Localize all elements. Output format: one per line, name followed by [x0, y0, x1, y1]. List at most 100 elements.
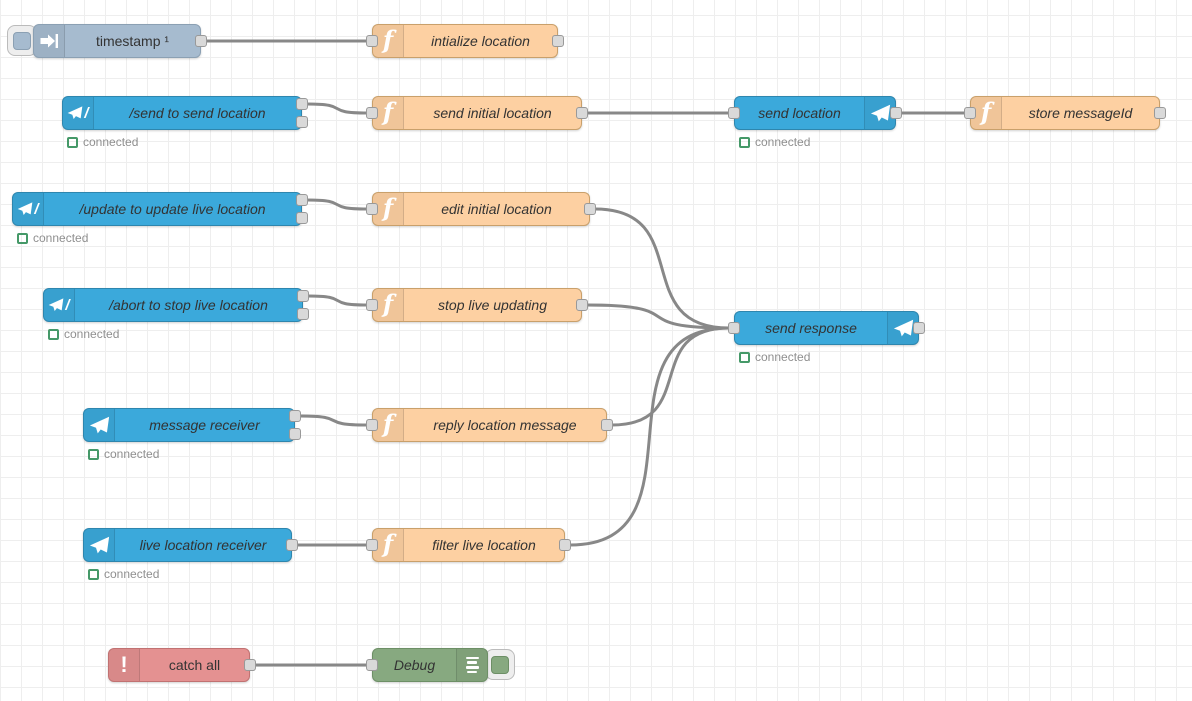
status-text: connected	[104, 447, 160, 461]
wire[interactable]	[305, 198, 369, 211]
node-debug[interactable]: Debug	[366, 648, 515, 682]
node-label: catch all	[168, 657, 221, 673]
node-label: send location	[758, 105, 841, 121]
debug-toggle-button[interactable]	[485, 649, 515, 680]
output-port[interactable]	[289, 410, 301, 422]
output-port[interactable]	[913, 322, 925, 334]
node-cmd-update[interactable]: //update to update live location connecte…	[12, 192, 308, 245]
input-port[interactable]	[366, 659, 378, 671]
debug-lines-icon	[456, 649, 487, 681]
output-port[interactable]	[576, 107, 588, 119]
telegram-plane-icon	[864, 97, 895, 129]
input-port[interactable]	[728, 107, 740, 119]
wire[interactable]	[585, 303, 731, 330]
wire[interactable]	[593, 207, 731, 330]
node-cmd-send[interactable]: //send to send location connected	[62, 96, 308, 149]
wire[interactable]	[305, 102, 369, 115]
wire[interactable]	[568, 326, 731, 547]
node-body[interactable]: timestamp ¹	[33, 24, 201, 58]
node-tg-message-recv[interactable]: message receiver connected	[83, 408, 301, 461]
output-port[interactable]	[286, 539, 298, 551]
output-port[interactable]	[244, 659, 256, 671]
wire[interactable]	[306, 294, 369, 307]
node-tg-live-recv[interactable]: live location receiver connected	[83, 528, 298, 581]
node-tg-send-location[interactable]: send location connected	[728, 96, 902, 149]
output-port[interactable]	[576, 299, 588, 311]
output-port[interactable]	[297, 290, 309, 302]
input-port[interactable]	[366, 107, 378, 119]
output-port[interactable]	[296, 212, 308, 224]
node-label: send response	[765, 320, 857, 336]
node-body[interactable]: //abort to stop live location	[43, 288, 303, 322]
node-label: stop live updating	[438, 297, 547, 313]
node-label: /update to update live location	[79, 201, 266, 217]
input-port[interactable]	[964, 107, 976, 119]
output-port[interactable]	[890, 107, 902, 119]
node-status: connected	[88, 447, 159, 461]
node-status: connected	[739, 135, 810, 149]
node-body[interactable]: live location receiver	[83, 528, 292, 562]
status-text: connected	[83, 135, 139, 149]
telegram-plane-slash-icon: /	[63, 97, 94, 129]
node-body[interactable]: //send to send location	[62, 96, 302, 130]
output-port[interactable]	[297, 308, 309, 320]
node-body[interactable]: ! catch all	[108, 648, 250, 682]
node-status: connected	[88, 567, 159, 581]
node-body[interactable]: Debug	[372, 648, 488, 682]
output-port[interactable]	[296, 194, 308, 206]
output-port[interactable]	[296, 116, 308, 128]
input-port[interactable]	[366, 539, 378, 551]
output-port[interactable]	[1154, 107, 1166, 119]
node-cmd-abort[interactable]: //abort to stop live location connected	[43, 288, 309, 341]
node-body[interactable]: send response	[734, 311, 919, 345]
function-f-icon: f	[373, 529, 404, 561]
node-body[interactable]: message receiver	[83, 408, 295, 442]
input-port[interactable]	[366, 299, 378, 311]
node-label: timestamp ¹	[95, 33, 170, 49]
output-port[interactable]	[601, 419, 613, 431]
wire[interactable]	[298, 414, 369, 427]
node-label: store messageId	[1028, 105, 1133, 121]
status-text: connected	[33, 231, 89, 245]
node-label: reply location message	[433, 417, 577, 433]
function-f-icon: f	[373, 193, 404, 225]
node-label: /abort to stop live location	[109, 297, 268, 313]
output-port[interactable]	[552, 35, 564, 47]
input-port[interactable]	[728, 322, 740, 334]
node-status: connected	[48, 327, 119, 341]
output-port[interactable]	[559, 539, 571, 551]
node-inject-timestamp[interactable]: timestamp ¹	[7, 24, 207, 58]
node-body[interactable]: send location	[734, 96, 896, 130]
output-port[interactable]	[289, 428, 301, 440]
input-port[interactable]	[366, 419, 378, 431]
node-label: Debug	[393, 657, 436, 673]
status-ring-icon	[739, 351, 750, 363]
status-text: connected	[755, 135, 811, 149]
node-catch-all[interactable]: ! catch all	[108, 648, 256, 682]
output-port[interactable]	[584, 203, 596, 215]
input-port[interactable]	[366, 35, 378, 47]
node-body[interactable]: //update to update live location	[12, 192, 302, 226]
output-port[interactable]	[296, 98, 308, 110]
wire[interactable]	[610, 326, 731, 427]
exclamation-icon: !	[109, 649, 140, 681]
input-port[interactable]	[366, 203, 378, 215]
output-port[interactable]	[195, 35, 207, 47]
